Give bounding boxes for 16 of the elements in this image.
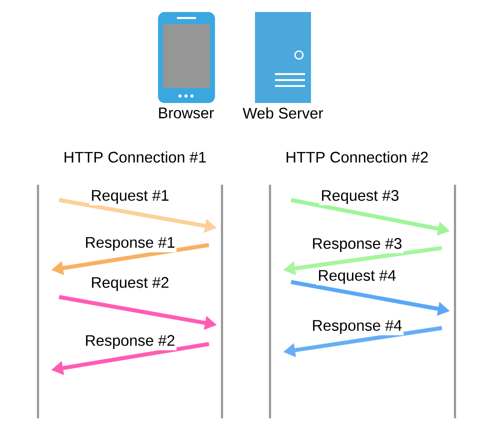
vertical-line: [454, 184, 456, 418]
vertical-line: [220, 184, 224, 418]
edge-label: Request #1: [89, 188, 171, 206]
edge-label: Response #3: [310, 236, 404, 254]
vertical-line: [36, 184, 40, 418]
caption-text: HTTP Connection #2: [286, 151, 428, 163]
edge-label: Response #1: [84, 236, 177, 252]
edge-label: Request #2: [89, 276, 171, 292]
caption-text: Web Server: [242, 107, 324, 119]
caption-text: HTTP Connection #1: [64, 151, 206, 163]
edge-label: Response #4: [310, 318, 404, 336]
caption-text: Browser: [159, 108, 214, 118]
edge-label: Request #3: [319, 188, 401, 206]
edge-label: Request #4: [316, 268, 398, 286]
edge-label: Response #2: [84, 334, 177, 350]
vertical-line: [268, 184, 272, 418]
